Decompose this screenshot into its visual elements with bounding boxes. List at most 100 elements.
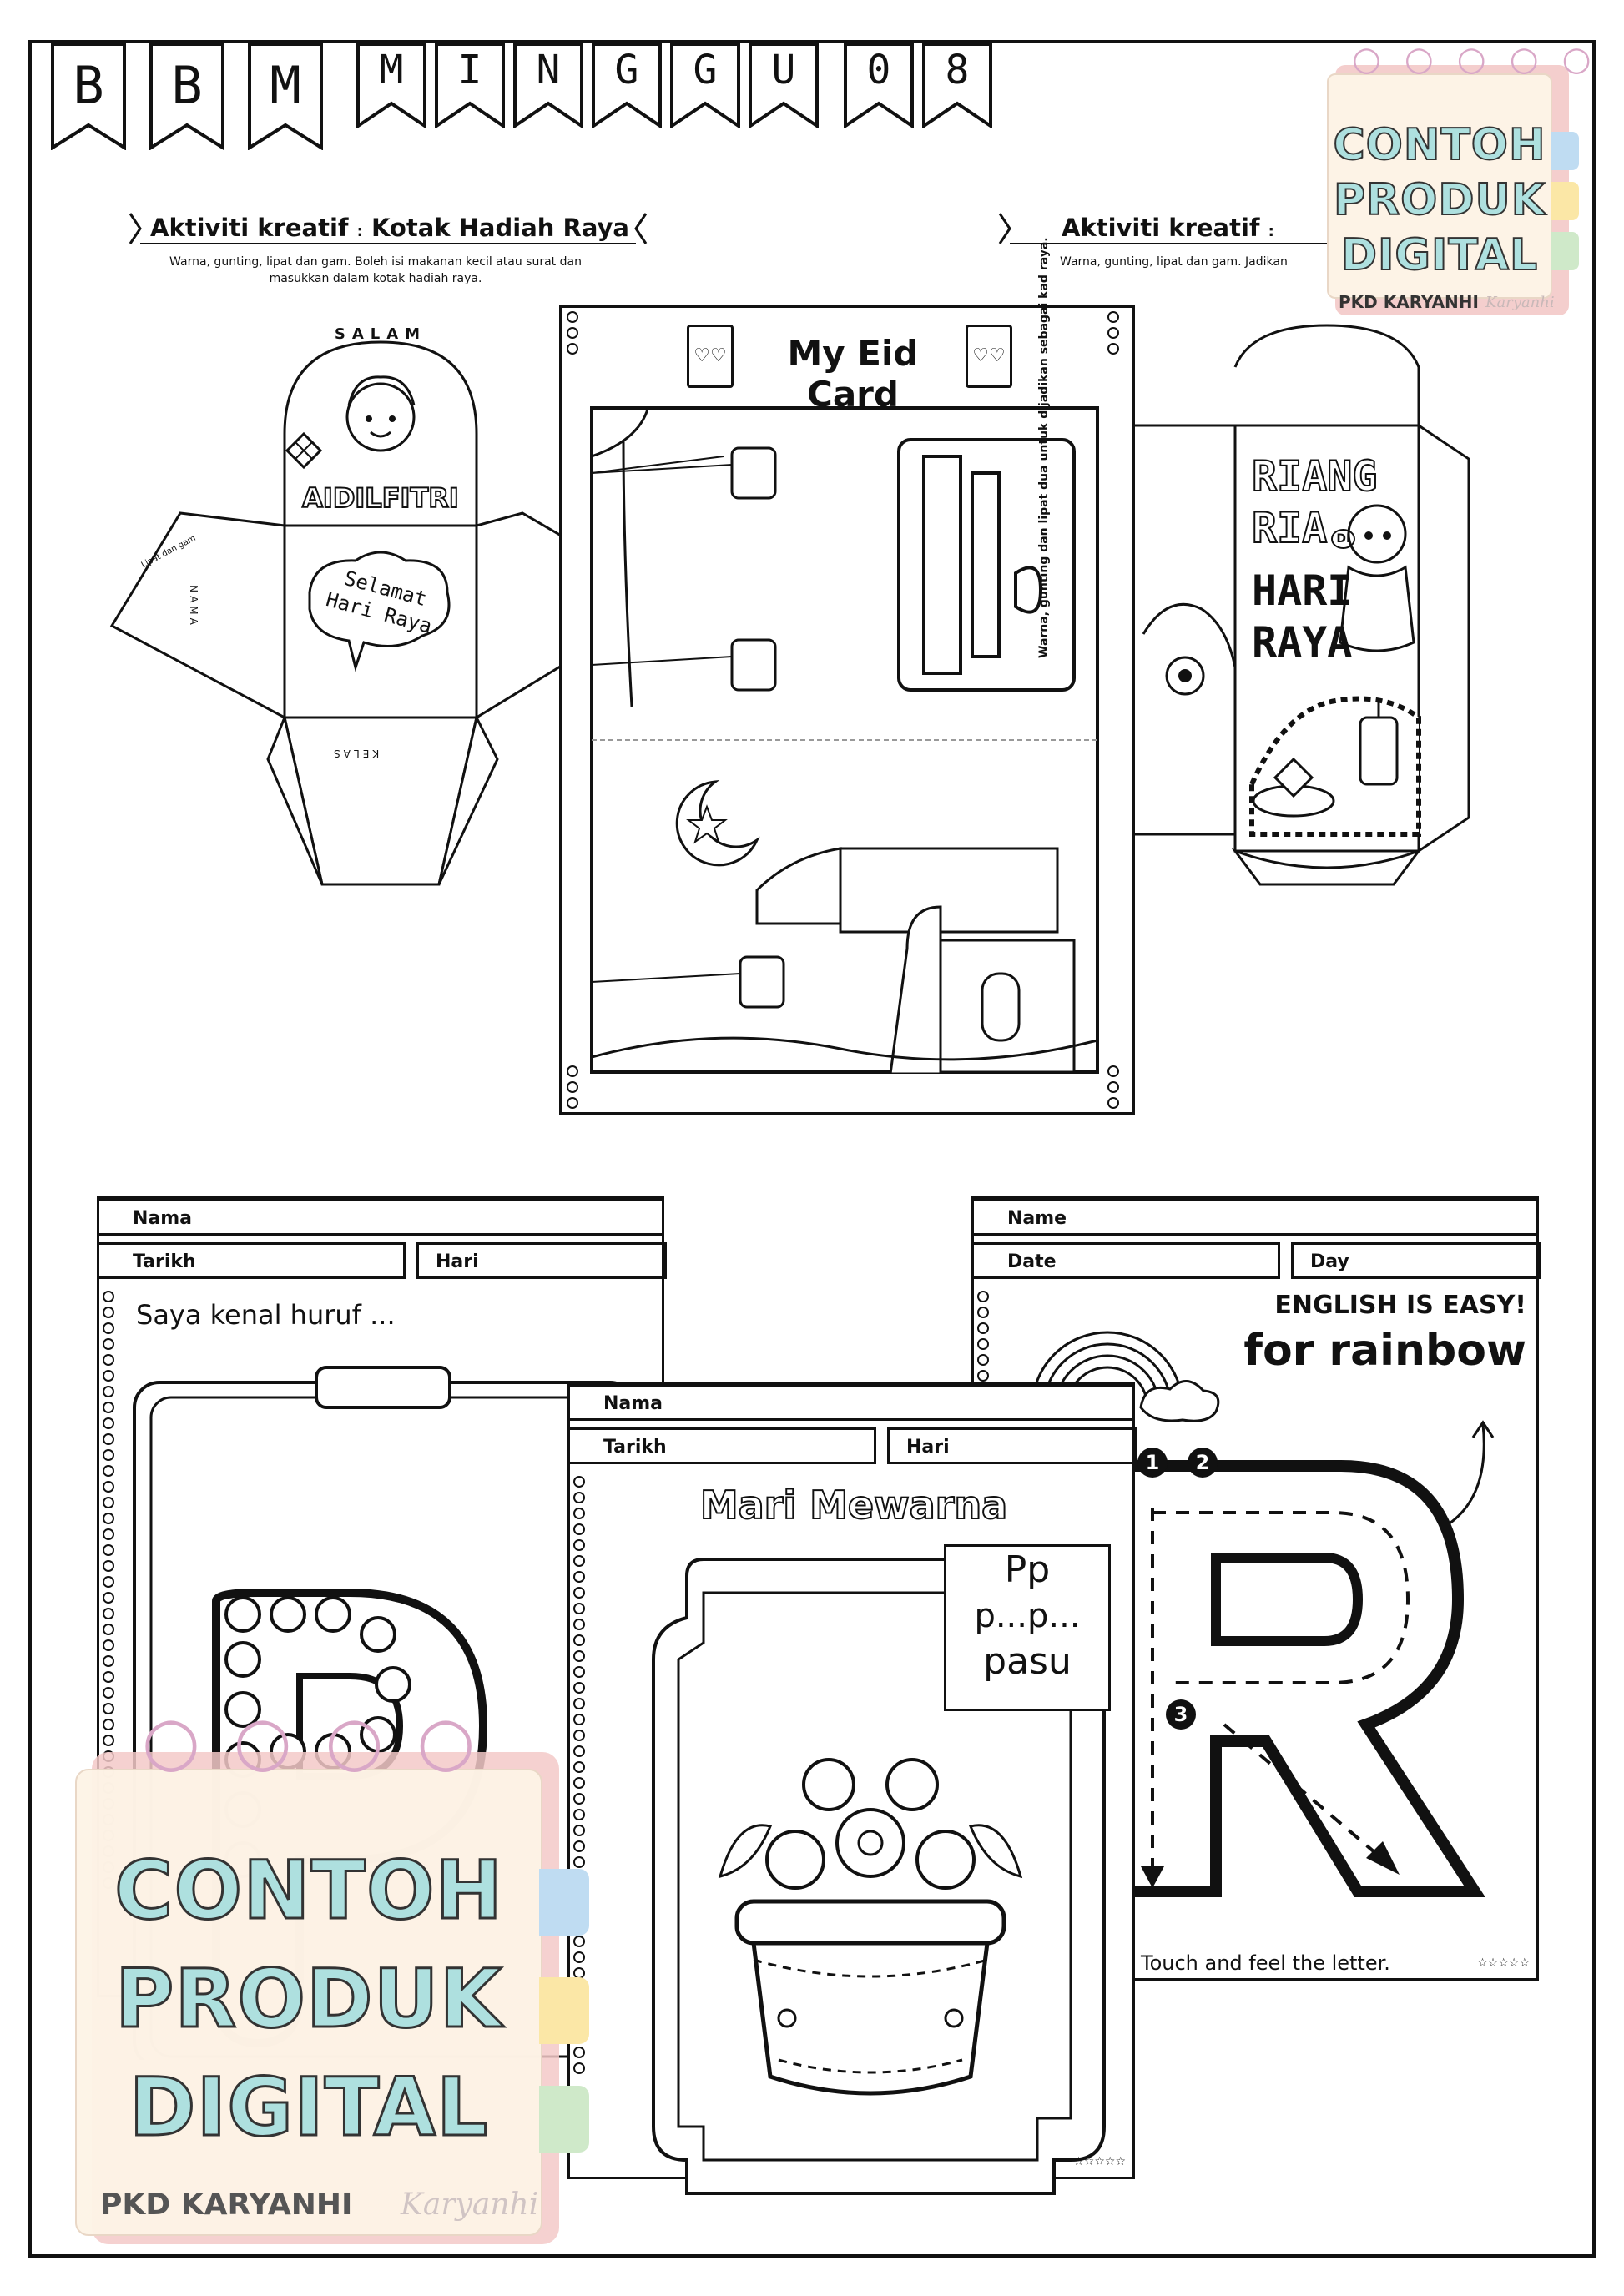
binding-ring <box>103 1671 114 1683</box>
gift-box-outline <box>109 340 574 886</box>
binding-ring <box>573 1840 585 1852</box>
heading-part-a: Aktiviti kreatif <box>150 214 349 242</box>
watermark-bottom-rings: ○○○○ <box>142 1702 509 1780</box>
date-bar-c: Tarikh <box>567 1427 876 1464</box>
heading-ribbon-right <box>998 213 1362 244</box>
eid-card-binding-bottom-right <box>1107 1065 1126 1113</box>
binding-ring <box>573 1603 585 1614</box>
binding-ring <box>573 2062 585 2074</box>
binding-ring <box>103 1592 114 1604</box>
binding-ring <box>573 1777 585 1789</box>
name-label-r: Name <box>1007 1208 1067 1229</box>
banner-pennant-5: N <box>512 42 584 128</box>
watermark-top-tab-blue <box>1551 132 1579 170</box>
binding-ring <box>573 1587 585 1599</box>
name-label-p: Nama <box>133 1208 193 1229</box>
binding-ring <box>103 1576 114 1588</box>
binding-ring <box>977 1291 989 1302</box>
day-label-r: Day <box>1310 1251 1349 1272</box>
banner-pennant-1: B <box>149 42 225 150</box>
binding-ring <box>103 1291 114 1302</box>
banner-pennant-7: G <box>669 42 741 128</box>
name-bar-p: Nama <box>97 1199 664 1236</box>
watermark-bottom-script: Karyanhi <box>401 2188 539 2222</box>
name-bar-c: Nama <box>567 1384 1135 1421</box>
page-border <box>28 40 1596 2258</box>
binding-ring <box>573 1682 585 1694</box>
banner-letter-3: M <box>379 47 404 93</box>
binding-ring <box>573 1650 585 1662</box>
binding-ring <box>103 1513 114 1524</box>
eid-card-sheet: ♡♡ My Eid Card ♡♡ Warna, gunting dan lip… <box>559 237 1135 1115</box>
banner-pennant-4: I <box>434 42 506 128</box>
banner-pennant-9: 0 <box>843 42 915 128</box>
english-banner: ENGLISH IS EASY! <box>1274 1291 1526 1320</box>
letter-p-dot <box>270 1596 306 1633</box>
envelope-outline <box>1117 324 1470 886</box>
r-footer: Touch and feel the letter. <box>1141 1951 1390 1975</box>
binding-ring <box>573 2047 585 2058</box>
banner-pennant-10: 8 <box>921 42 993 128</box>
activity-left-heading: Aktiviti kreatif : Kotak Hadiah Raya <box>125 210 651 247</box>
envelope-text: RIANG RIA DI HARI RAYA <box>1251 451 1402 668</box>
r-stars: ☆☆☆☆☆ <box>1477 1956 1530 1970</box>
watermark-top: ○○○○○ CONTOH PRODUK DIGITAL PKD KARYANHI… <box>1302 40 1591 332</box>
binding-ring <box>103 1544 114 1556</box>
eid-card-binding-top-right <box>1107 311 1126 359</box>
envelope-line-4: HARI <box>1252 566 1353 615</box>
heading-part-b: Kotak Hadiah Raya <box>371 214 629 242</box>
binding-ring <box>103 1465 114 1477</box>
binding-ring <box>573 1730 585 1741</box>
binding-ring <box>573 1476 585 1488</box>
binding-ring <box>573 1619 585 1630</box>
binding-ring <box>573 1793 585 1805</box>
letter-p-dot <box>224 1691 261 1728</box>
binding-ring <box>573 1666 585 1678</box>
letter-p-dot <box>224 1596 261 1633</box>
flower-pot-artwork <box>652 1558 1106 2195</box>
letter-p-dot <box>315 1596 351 1633</box>
flag-line-3: pasu <box>983 1640 1072 1683</box>
binding-ring <box>103 1386 114 1397</box>
step-2: 2 <box>1188 1448 1218 1478</box>
binding-ring <box>573 1539 585 1551</box>
day-label-p: Hari <box>436 1251 479 1272</box>
letter-p-dot <box>360 1716 396 1753</box>
date-bar-p: Tarikh <box>97 1242 406 1279</box>
coloring-stars: ☆☆☆☆☆ <box>1073 2155 1126 2168</box>
envelope-line-1: RIANG <box>1251 451 1379 501</box>
watermark-bottom-line-3: DIGITAL <box>128 2060 489 2156</box>
binding-ring <box>573 1809 585 1820</box>
watermark-bottom-tab-green <box>539 2086 589 2152</box>
binding-ring <box>103 1402 114 1413</box>
binding-ring <box>573 1714 585 1725</box>
binding-ring <box>103 1639 114 1651</box>
binding-ring <box>573 1951 585 1963</box>
banner-letter-8: U <box>771 47 796 93</box>
gift-box-template: SALAM AIDILFITRI Selamat Hari Raya NAMA … <box>105 325 574 893</box>
binding-ring <box>103 1687 114 1699</box>
watermark-bottom-line-2: PRODUK <box>114 1951 503 2047</box>
watermark-bottom: ○○○○ CONTOH PRODUK DIGITAL PKD KARYANHI … <box>42 1702 589 2253</box>
activity-right-note: Warna, gunting, lipat dan gam. Jadikan <box>1060 255 1288 269</box>
banner-pennant-6: G <box>591 42 663 128</box>
binding-ring <box>103 1449 114 1461</box>
eid-card-side-note: Warna, gunting dan lipat dua untuk dijad… <box>1037 237 1051 658</box>
heading-right-a: Aktiviti kreatif <box>1062 214 1260 242</box>
eid-card-binding-top <box>567 311 585 359</box>
envelope-line-2: RIA <box>1251 503 1328 553</box>
watermark-top-brand: PKD KARYANHI <box>1339 292 1479 312</box>
envelope-template: RIANG RIA DI HARI RAYA <box>1117 317 1536 901</box>
binding-ring <box>573 1761 585 1773</box>
date-label-p: Tarikh <box>133 1251 196 1272</box>
eid-card-icon-right: ♡♡ <box>966 325 1012 388</box>
binding-ring <box>573 1825 585 1836</box>
binding-ring <box>573 1698 585 1709</box>
binding-ring <box>103 1655 114 1667</box>
binding-ring <box>573 1745 585 1757</box>
binding-ring <box>977 1322 989 1334</box>
binding-ring <box>103 1703 114 1714</box>
eid-card-title: My Eid Card <box>787 333 919 415</box>
binding-ring <box>573 1523 585 1535</box>
phonics-flag: Pp p...p... pasu <box>944 1544 1111 1711</box>
